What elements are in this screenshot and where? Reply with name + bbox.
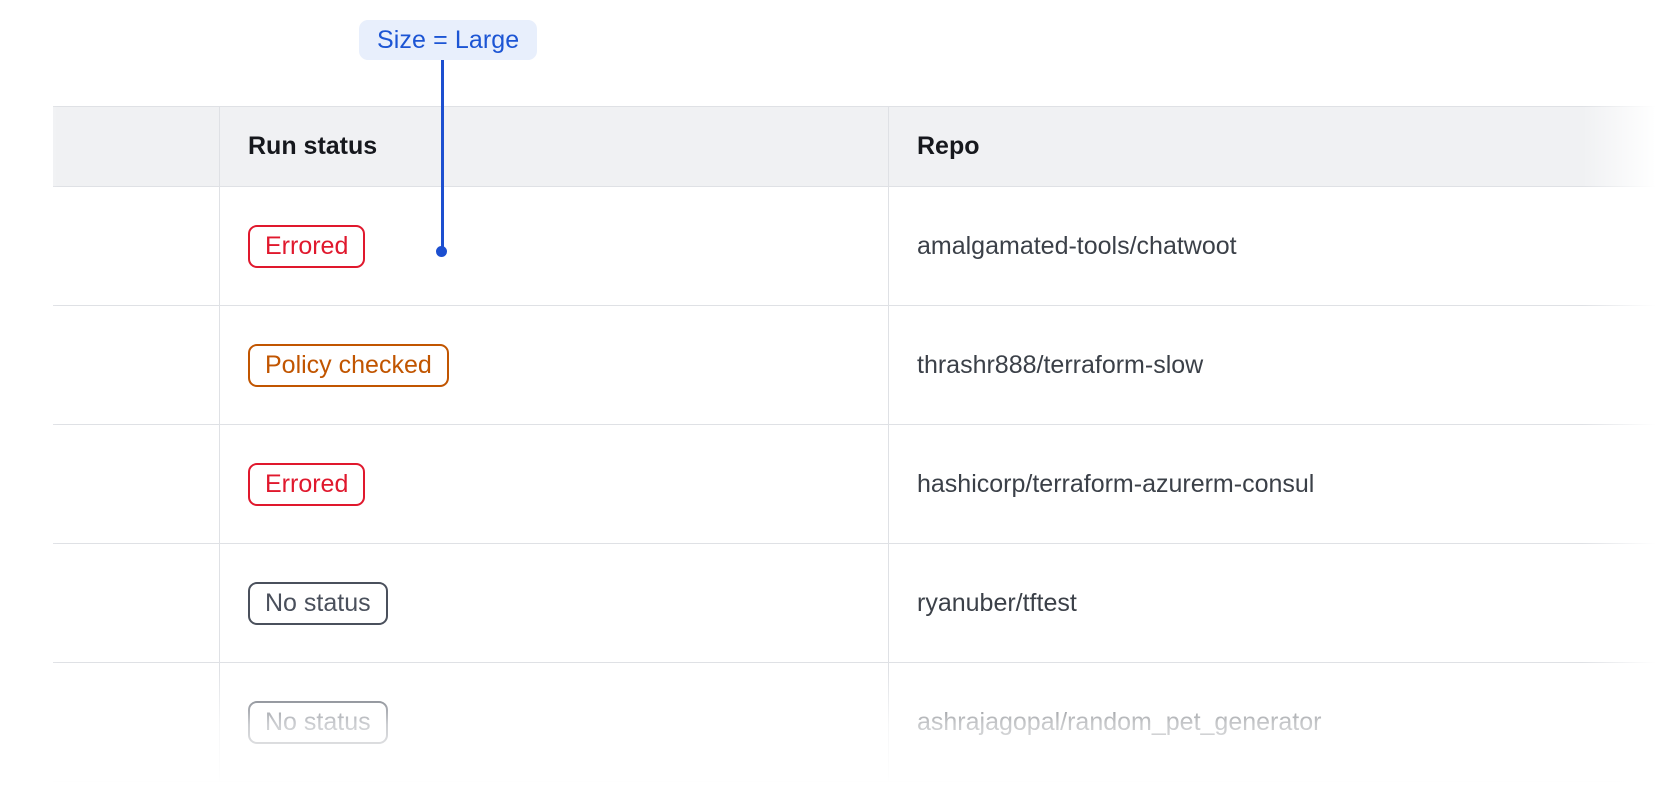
- table-header: Run status Repo: [53, 106, 1672, 187]
- table-row[interactable]: Errored hashicorp/terraform-azurerm-consu…: [53, 424, 1672, 544]
- cell-extra: [1655, 305, 1672, 425]
- table-row[interactable]: No status ashrajagopal/random_pet_generat…: [53, 662, 1672, 782]
- status-cell-inner: Errored: [220, 462, 888, 506]
- table-row[interactable]: No status ryanuber/tftest: [53, 543, 1672, 663]
- cell-spacer: [53, 186, 220, 306]
- cell-extra: [1655, 543, 1672, 663]
- cell-run-status: Errored: [219, 424, 889, 544]
- cell-extra: [1655, 662, 1672, 782]
- status-badge[interactable]: No status: [248, 581, 388, 625]
- status-cell-inner: No status: [220, 700, 888, 744]
- cell-repo[interactable]: ryanuber/tftest: [888, 543, 1656, 663]
- status-badge[interactable]: No status: [248, 700, 388, 744]
- cell-run-status: Errored: [219, 186, 889, 306]
- cell-spacer: [53, 305, 220, 425]
- status-cell-inner: No status: [220, 581, 888, 625]
- column-header-spacer: [53, 106, 220, 187]
- status-cell-inner: Errored: [220, 224, 888, 268]
- cell-repo[interactable]: ashrajagopal/random_pet_generator: [888, 662, 1656, 782]
- status-badge[interactable]: Policy checked: [248, 343, 449, 387]
- cell-repo[interactable]: thrashr888/terraform-slow: [888, 305, 1656, 425]
- size-annotation-pill[interactable]: Size = Large: [359, 20, 538, 60]
- status-badge[interactable]: Errored: [248, 462, 366, 506]
- column-header-repo[interactable]: Repo: [888, 106, 1656, 187]
- status-badge[interactable]: Errored: [248, 224, 366, 268]
- cell-spacer: [53, 543, 220, 663]
- cell-run-status: Policy checked: [219, 305, 889, 425]
- cell-extra: [1655, 186, 1672, 306]
- column-header-extra: [1655, 106, 1672, 187]
- cell-repo[interactable]: amalgamated-tools/chatwoot: [888, 186, 1656, 306]
- table-row[interactable]: Errored amalgamated-tools/chatwoot: [53, 186, 1672, 306]
- cell-run-status: No status: [219, 662, 889, 782]
- cell-repo[interactable]: hashicorp/terraform-azurerm-consul: [888, 424, 1656, 544]
- status-cell-inner: Policy checked: [220, 343, 888, 387]
- table-header-row: Run status Repo: [53, 106, 1672, 187]
- cell-spacer: [53, 662, 220, 782]
- left-edge-fade: [0, 100, 58, 788]
- cell-extra: [1655, 424, 1672, 544]
- cell-spacer: [53, 424, 220, 544]
- table-row[interactable]: Policy checked thrashr888/terraform-slow: [53, 305, 1672, 425]
- run-status-table: Run status Repo Errored amalgamated-tools…: [53, 106, 1672, 782]
- column-header-run-status[interactable]: Run status: [219, 106, 889, 187]
- run-status-table-container: Run status Repo Errored amalgamated-tools…: [53, 106, 1672, 788]
- cell-run-status: No status: [219, 543, 889, 663]
